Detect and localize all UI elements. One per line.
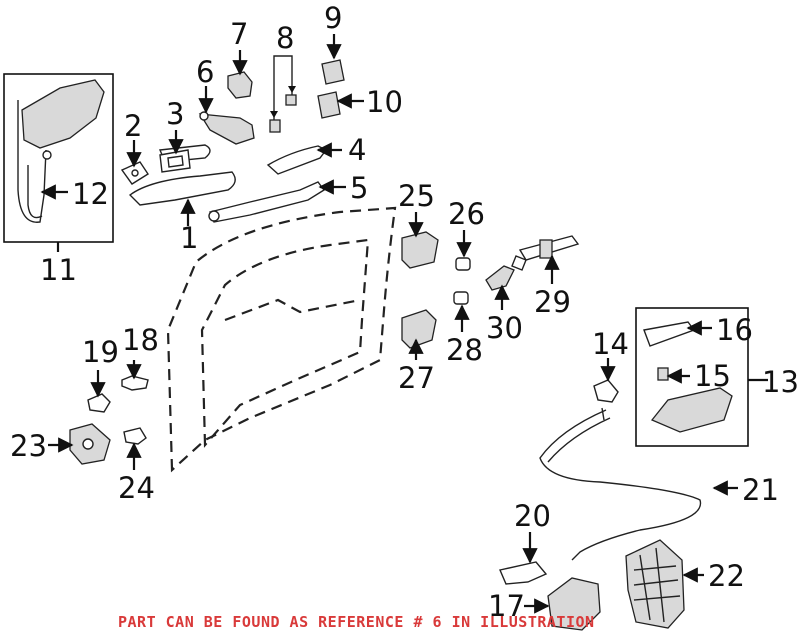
part-5-handle-carrier <box>208 181 326 223</box>
part-23-striker <box>69 423 111 465</box>
callout-14: 14 <box>592 327 629 361</box>
callout-21: 21 <box>742 473 779 507</box>
callout-9: 9 <box>324 1 342 35</box>
callout-29: 29 <box>534 285 571 319</box>
callout-23: 23 <box>10 429 47 463</box>
callout-30: 30 <box>486 311 523 345</box>
part-18-screw <box>121 375 149 391</box>
part-26-bushing <box>455 257 471 271</box>
part-19-nut <box>87 393 111 413</box>
callout-28: 28 <box>446 333 483 367</box>
callout-3: 3 <box>166 97 184 131</box>
part-24-bolt <box>123 427 147 445</box>
callout-26: 26 <box>448 197 485 231</box>
callout-16: 16 <box>716 313 753 347</box>
callout-17: 17 <box>488 589 525 623</box>
assembly-box-13 <box>635 307 749 447</box>
part-4-gasket <box>266 145 328 175</box>
assembly-box-11 <box>3 73 114 243</box>
part-9-cap <box>321 59 345 85</box>
part-22-lock-cover <box>625 539 685 629</box>
callout-15: 15 <box>694 359 731 393</box>
callout-12: 12 <box>72 177 109 211</box>
part-21-cable <box>539 409 702 561</box>
part-20-bracket <box>499 561 548 585</box>
part-17-door-lock <box>547 577 601 631</box>
callout-27: 27 <box>398 361 435 395</box>
callout-8: 8 <box>276 21 294 55</box>
part-8-clips <box>269 94 297 133</box>
callout-4: 4 <box>348 133 366 167</box>
part-29-door-check <box>511 235 580 271</box>
callout-1: 1 <box>180 221 198 255</box>
part-28-bushing <box>453 291 469 305</box>
callout-24: 24 <box>118 471 155 505</box>
leader-arrows <box>40 34 768 614</box>
callout-10: 10 <box>366 85 403 119</box>
reference-caption: PART CAN BE FOUND AS REFERENCE # 6 IN IL… <box>118 613 595 631</box>
callout-20: 20 <box>514 499 551 533</box>
part-10-cap <box>317 91 341 119</box>
part-7-clip <box>227 71 253 99</box>
callout-11: 11 <box>40 253 77 287</box>
callout-25: 25 <box>398 179 435 213</box>
callout-22: 22 <box>708 559 745 593</box>
part-27-hinge <box>401 309 437 349</box>
callout-7: 7 <box>230 17 248 51</box>
callout-6: 6 <box>196 55 214 89</box>
callout-18: 18 <box>122 323 159 357</box>
part-30-check-cover <box>485 265 515 291</box>
door-outline <box>166 206 397 473</box>
callout-19: 19 <box>82 335 119 369</box>
callout-2: 2 <box>124 109 142 143</box>
callout-13: 13 <box>762 365 799 399</box>
part-6-lock-cylinder <box>198 111 255 145</box>
callout-5: 5 <box>350 171 368 205</box>
part-25-hinge <box>401 231 439 269</box>
